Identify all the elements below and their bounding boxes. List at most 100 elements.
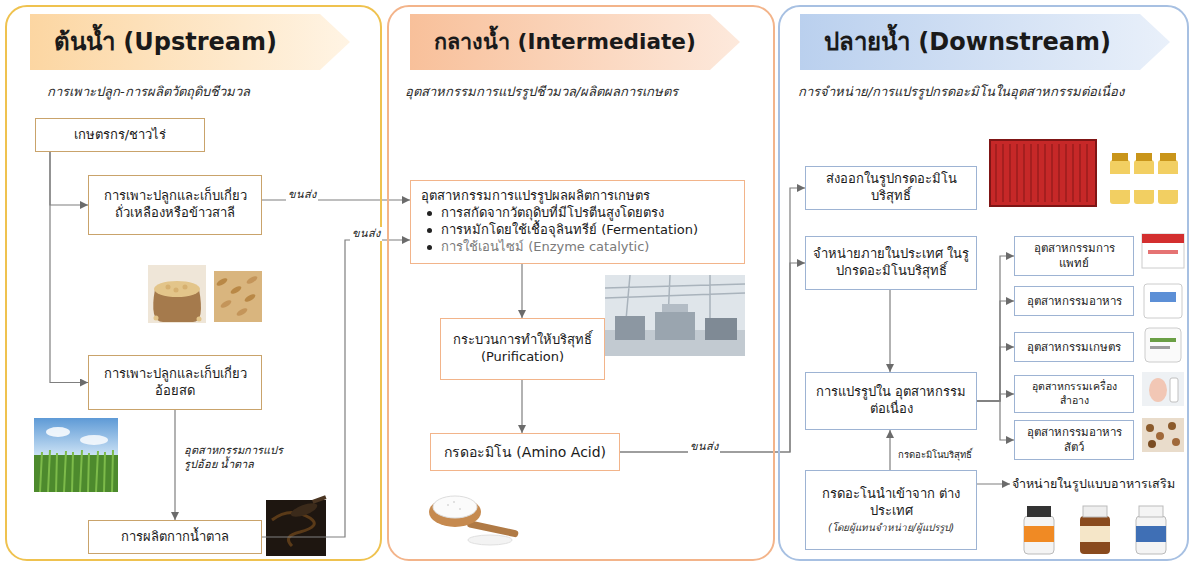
flow-connector [889, 430, 890, 470]
soybean-photo [148, 265, 206, 323]
box-label: อุตสาหกรรมอาหารสัตว์ [1021, 425, 1127, 455]
flow-connector [174, 410, 175, 520]
process-box: การเพาะปลูกและเก็บเกี่ยว อ้อยสด [88, 355, 262, 410]
process-box: อุตสาหกรรมเกษตร [1014, 332, 1134, 362]
text-node: จำหน่ายในรูปแบบอาหารเสริม [1010, 472, 1182, 496]
process-box: กรดอะมิโน (Amino Acid) [430, 433, 620, 471]
header-arrow-fill [410, 14, 740, 70]
amino-acid-powder-photo [429, 496, 519, 545]
box-content: กระบวนการทำให้บริสุทธิ์ (Purification) [447, 332, 598, 366]
box-label: อุตสาหกรรมเครื่องสำอาง [1021, 380, 1127, 407]
flow-connector [977, 401, 1014, 440]
stage-header-arrow: กลางน้ำ (Intermediate) [410, 14, 740, 70]
process-box: จำหน่ายภายในประเทศ ในรูปกรดอะมิโนบริสุทธ… [805, 236, 977, 290]
panel-subtitle: อุตสาหกรรมการแปรรูปชีวมวล/ผลิตผลการเกษตร [405, 81, 678, 102]
sugarcane-photo [34, 418, 118, 492]
box-content: จำหน่ายภายในประเทศ ในรูปกรดอะมิโนบริสุทธ… [812, 246, 970, 280]
edge-label: ขนส่ง [286, 188, 318, 202]
process-box: การผลิตกากน้ำตาล [88, 520, 262, 554]
box-label: ส่งออกในรูปกรดอะมิโนบริสุทธิ์ [812, 171, 970, 205]
box-content: การเพาะปลูกและเก็บเกี่ยว ถั่วเหลืองหรือข… [95, 188, 255, 222]
box-label: กระบวนการทำให้บริสุทธิ์ (Purification) [447, 332, 598, 366]
molasses-photo [266, 495, 327, 556]
box-content: ส่งออกในรูปกรดอะมิโนบริสุทธิ์ [812, 171, 970, 205]
box-content: อุตสาหกรรมอาหารสัตว์ [1021, 425, 1127, 455]
box-label: อุตสาหกรรมอาหาร [1021, 294, 1127, 309]
box-label: อุตสาหกรรมการแพทย์ [1021, 241, 1127, 271]
bullet-dot [427, 211, 432, 216]
box-label: จำหน่ายในรูปแบบอาหารเสริม [1012, 476, 1180, 492]
edge-label: อุตสาหกรรมการแปร รูปอ้อย น้ำตาล [182, 444, 286, 473]
flow-connector [977, 394, 1014, 401]
edge-label: ขนส่ง [350, 227, 382, 241]
box-note: (โดยผู้แทนจำหน่าย/ผู้แปรรูป) [812, 521, 970, 534]
box-label: อุตสาหกรรมการแปรรูปผลผลิตการเกษตร [421, 188, 734, 205]
flow-connector [521, 264, 522, 318]
header-title: กลางน้ำ (Intermediate) [410, 14, 696, 70]
supplement-bottles-photo [1024, 506, 1166, 554]
bullet-text: การสกัดจากวัตถุดิบที่มีโปรตีนสูงโดยตรง [441, 205, 664, 222]
stage-header-arrow: ปลายน้ำ (Downstream) [800, 14, 1170, 70]
edge-label-holder: ขนส่ง [350, 222, 382, 241]
box-content: อุตสาหกรรมการแปรรูปผลผลิตการเกษตรการสกัด… [421, 188, 734, 256]
panel-subtitle: การเพาะปลูก-การผลิตวัตถุดิบชีวมวล [47, 81, 250, 102]
edge-label-holder: กรดอะมิโนบริสุทธิ์ [896, 443, 974, 462]
box-content: การผลิตกากน้ำตาล [95, 529, 255, 546]
edge-label: ขนส่ง [688, 440, 720, 454]
cosmetics-photo [1142, 372, 1184, 406]
wheat-photo [214, 271, 262, 322]
stage-panel: อุตสาหกรรมการแปรรูปชีวมวล/ผลิตผลการเกษตร… [387, 5, 775, 561]
process-box: กรดอะโนนำเข้าจาก ต่างประเทศ(โดยผู้แทนจำห… [805, 470, 977, 550]
bullet-dot [427, 228, 432, 233]
flow-connector [977, 483, 1010, 484]
box-content: กรดอะมิโน (Amino Acid) [437, 443, 613, 461]
flow-connector [977, 301, 1014, 401]
stage-panel: การเพาะปลูก-การผลิตวัตถุดิบชีวมวล ต้นน้ำ … [5, 5, 382, 561]
flow-connector [889, 290, 890, 372]
animal-feed-photo [1142, 418, 1184, 452]
box-label: เกษตรกร/ชาวไร่ [42, 127, 198, 144]
box-content: อุตสาหกรรมเครื่องสำอาง [1021, 380, 1127, 407]
box-label: จำหน่ายภายในประเทศ ในรูปกรดอะมิโนบริสุทธ… [812, 246, 970, 280]
process-box: ส่งออกในรูปกรดอะมิโนบริสุทธิ์ [805, 166, 977, 210]
box-content: อุตสาหกรรมเกษตร [1021, 340, 1127, 355]
bullet-row: การใช้เอนไซม์ (Enzyme catalytic) [421, 239, 734, 256]
stage-header-arrow: ต้นน้ำ (Upstream) [30, 14, 350, 70]
amino-acid-bottles-photo [1110, 153, 1178, 204]
flow-connector [977, 347, 1014, 401]
flow-connector [50, 152, 88, 383]
process-box: อุตสาหกรรมอาหารสัตว์ [1014, 420, 1134, 460]
bullet-text: การใช้เอนไซม์ (Enzyme catalytic) [441, 239, 649, 256]
factory-photo [605, 275, 745, 356]
process-box: อุตสาหกรรมอาหาร [1014, 286, 1134, 316]
box-label: การผลิตกากน้ำตาล [95, 529, 255, 546]
box-content: การเพาะปลูกและเก็บเกี่ยว อ้อยสด [95, 366, 255, 400]
edge-label-holder: ขนส่ง [286, 183, 318, 202]
process-box: การแปรรูปใน อุตสาหกรรมต่อเนื่อง [805, 372, 977, 430]
edge-label-holder: ขนส่ง [688, 435, 720, 454]
process-box: อุตสาหกรรมเครื่องสำอาง [1014, 375, 1134, 413]
header-title: ต้นน้ำ (Upstream) [30, 14, 277, 70]
edge-label-holder: อุตสาหกรรมการแปร รูปอ้อย น้ำตาล [182, 444, 286, 473]
stage-panel: การจำหน่าย/การแปรรูปกรดอะมิโนในอุตสาหกรร… [778, 5, 1189, 561]
box-content: การแปรรูปใน อุตสาหกรรมต่อเนื่อง [812, 384, 970, 418]
flow-connector [977, 256, 1014, 401]
process-box: อุตสาหกรรมการแปรรูปผลผลิตการเกษตรการสกัด… [410, 180, 745, 264]
box-content: อุตสาหกรรมอาหาร [1021, 294, 1127, 309]
header-title: ปลายน้ำ (Downstream) [800, 14, 1111, 70]
panel-subtitle: การจำหน่าย/การแปรรูปกรดอะมิโนในอุตสาหกรร… [798, 81, 1124, 102]
box-label: กรดอะมิโน (Amino Acid) [437, 443, 613, 461]
food-product-photo [1144, 284, 1182, 318]
box-label: กรดอะโนนำเข้าจาก ต่างประเทศ [812, 486, 970, 520]
process-box: อุตสาหกรรมการแพทย์ [1014, 236, 1134, 276]
bullet-text: การหมักโดยใช้เชื้อจุลินทรีย์ (Fermentati… [441, 222, 698, 239]
process-box: การเพาะปลูกและเก็บเกี่ยว ถั่วเหลืองหรือข… [88, 175, 262, 235]
box-label: การเพาะปลูกและเก็บเกี่ยว อ้อยสด [95, 366, 255, 400]
process-box: กระบวนการทำให้บริสุทธิ์ (Purification) [440, 318, 605, 380]
agriculture-product-photo [1145, 328, 1181, 362]
export-container-photo [990, 140, 1096, 206]
bullet-row: การหมักโดยใช้เชื้อจุลินทรีย์ (Fermentati… [421, 222, 734, 239]
header-arrow-fill [800, 14, 1170, 70]
box-content: จำหน่ายในรูปแบบอาหารเสริม [1012, 476, 1180, 492]
